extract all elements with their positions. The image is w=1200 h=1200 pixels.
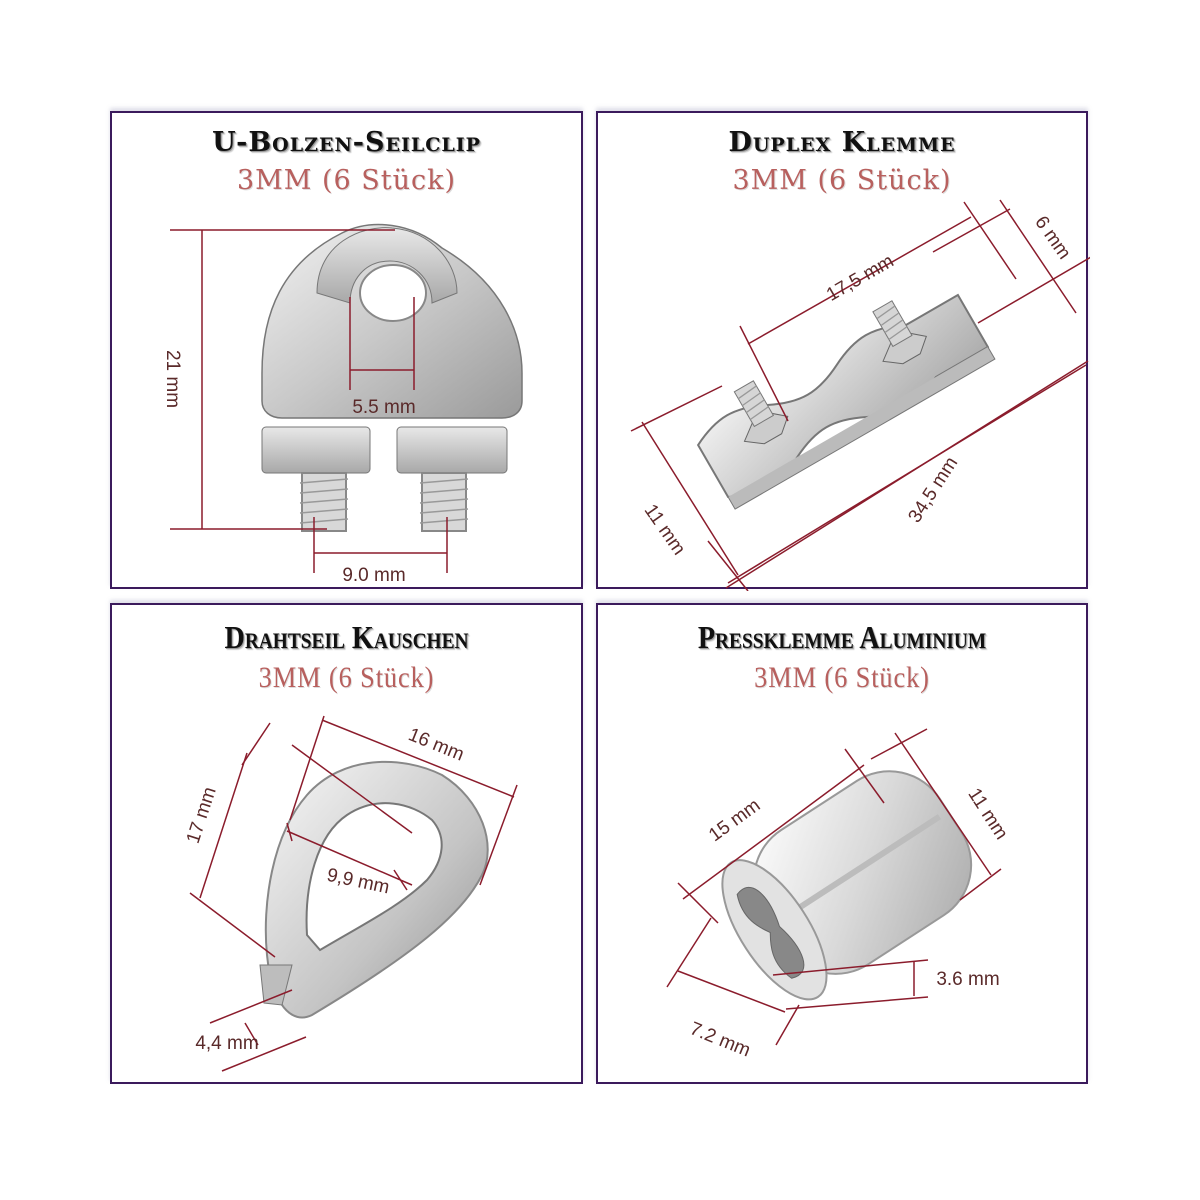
panel-subtitle: 3MM (6 Stück) — [236, 165, 457, 196]
panel-subtitle: 3MM (6 Stück) — [732, 165, 952, 196]
panel-title: Duplex Klemme — [728, 127, 956, 158]
panel-subtitle: 3MM (6 Stück) — [258, 661, 435, 694]
dim-width: 16 mm — [405, 724, 467, 765]
dim-eye-width: 5.5 mm — [352, 397, 415, 418]
panel-u-bolt-clip: U-Bolzen-Seilclip 3MM (6 Stück) — [110, 111, 583, 589]
u-bolt-clip-illustration: 21 mm 5.5 mm 9.0 mm — [162, 223, 523, 586]
dim-bolt-spacing: 17,5 mm — [823, 251, 898, 306]
ferrule-illustration: 15 mm 11 mm 3.6 mm 7.2 mm — [666, 728, 1012, 1062]
dim-length: 17 mm — [183, 784, 221, 846]
dim-width: 11 mm — [640, 501, 690, 559]
dim-groove: 4,4 mm — [195, 1033, 258, 1054]
dim-height: 21 mm — [162, 350, 183, 408]
panel-title: U-Bolzen-Seilclip — [212, 127, 481, 158]
panel-aluminium-ferrule: Pressklemme Aluminium 3MM (6 Stück) — [596, 603, 1088, 1084]
panel-duplex-clamp: Duplex Klemme 3MM (6 Stück) — [596, 111, 1090, 591]
panel-title: Pressklemme Aluminium — [697, 619, 987, 655]
dim-hole: 3.6 mm — [936, 969, 999, 990]
panel-title: Drahtseil Kauschen — [224, 619, 469, 655]
dim-length: 15 mm — [705, 795, 764, 846]
panel-subtitle: 3MM (6 Stück) — [754, 661, 930, 694]
product-grid: U-Bolzen-Seilclip 3MM (6 Stück) — [110, 111, 1090, 1084]
thimble-illustration: 16 mm 17 mm 9,9 mm 4,4 mm — [183, 715, 518, 1072]
dim-width: 7.2 mm — [687, 1018, 754, 1061]
duplex-clamp-illustration: 17,5 mm 6 mm 11 mm 34,5 mm — [630, 199, 1090, 591]
panel-wire-rope-thimble: Drahtseil Kauschen 3MM (6 Stück) — [110, 603, 583, 1084]
dim-height: 11 mm — [963, 785, 1011, 844]
dim-length: 34,5 mm — [904, 453, 962, 526]
dim-bolt-spacing: 9.0 mm — [342, 565, 405, 586]
